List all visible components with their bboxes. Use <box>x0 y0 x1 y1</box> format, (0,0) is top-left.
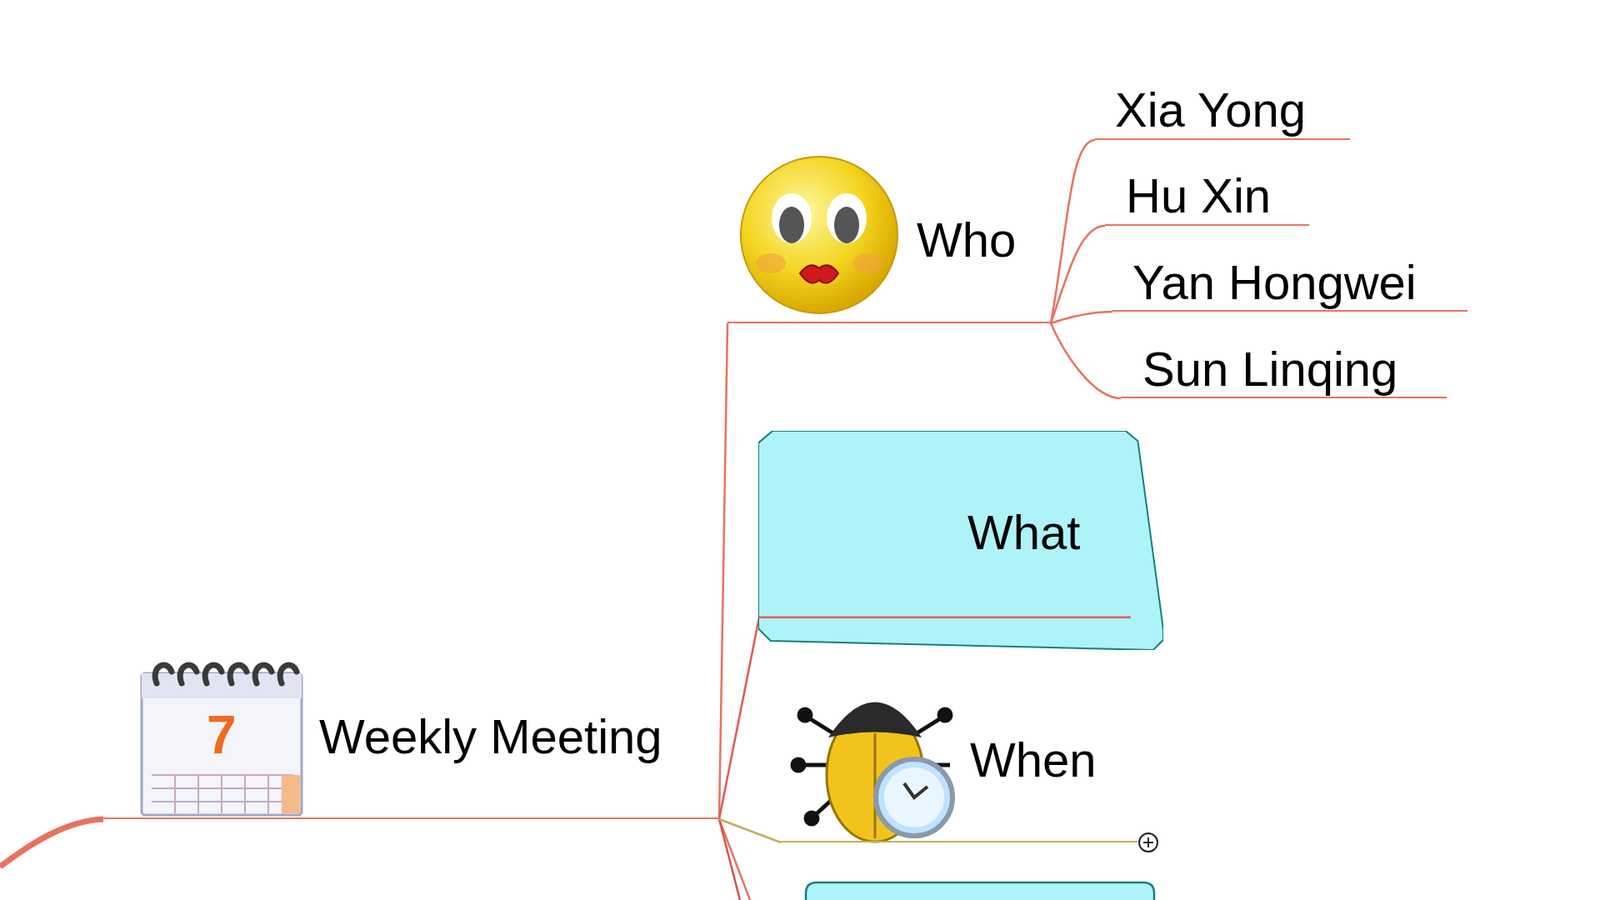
calendar-icon <box>141 665 302 815</box>
branch-connector <box>719 323 728 820</box>
calendar-day-number: 7 <box>206 708 237 762</box>
collapse-marker <box>1139 833 1158 852</box>
subtopic: Xia Yong <box>1095 75 1350 140</box>
branch-connector <box>1050 323 1121 399</box>
main-topic: When <box>780 685 1138 843</box>
smiley-icon <box>740 156 898 314</box>
topic-label: Who <box>916 210 1016 270</box>
root-branch <box>0 819 104 867</box>
branch-line <box>719 819 750 900</box>
topic-label: What <box>967 503 1080 562</box>
branch-line <box>719 819 740 900</box>
highlighted-topic: What <box>758 430 1164 650</box>
subtopic: Hu Xin <box>1105 160 1310 226</box>
subtopic: Yan Hongwei <box>1112 246 1468 312</box>
central-topic: Weekly Meeting <box>101 650 720 820</box>
main-topic: Who <box>727 158 1051 324</box>
topic-label: Hu Xin <box>1125 166 1271 225</box>
topic-outline <box>758 430 1164 650</box>
branch-connector <box>719 617 760 820</box>
branch-connector <box>719 819 781 843</box>
topic-label: When <box>970 730 1097 790</box>
branch-connector <box>1050 225 1105 324</box>
topic-label: Xia Yong <box>1115 80 1306 140</box>
topic-label: Sun Linqing <box>1142 340 1398 399</box>
topic-label: Weekly Meeting <box>319 707 663 766</box>
partial-topic-box <box>805 882 1155 900</box>
branch-connector <box>1050 311 1113 324</box>
topic-label: Yan Hongwei <box>1132 253 1417 312</box>
branch-connector <box>1050 140 1095 324</box>
bug-clock-icon <box>792 702 953 843</box>
subtopic: Sun Linqing <box>1120 333 1447 399</box>
